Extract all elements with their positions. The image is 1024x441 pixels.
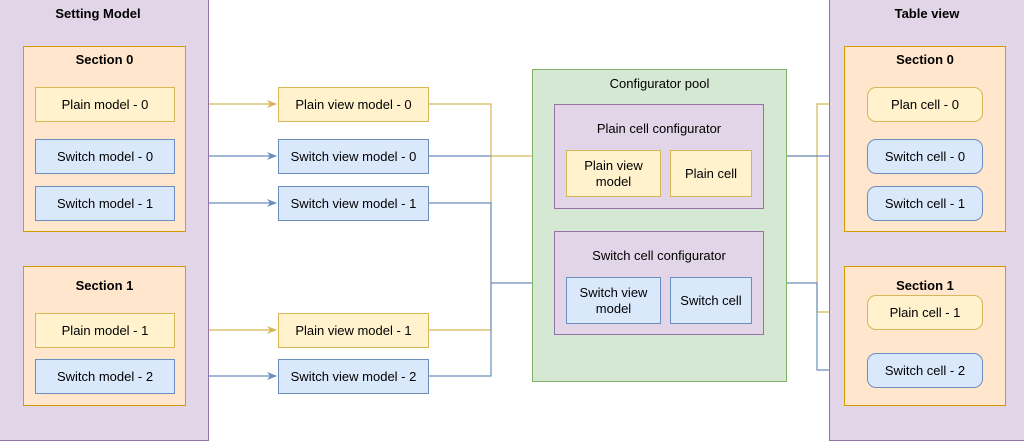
plan-cell-0: Plan cell - 0 [867, 87, 983, 122]
edge-plain-vm-1 [429, 156, 492, 331]
configurator-pool-title: Configurator pool [609, 76, 710, 91]
plain-model-0: Plain model - 0 [35, 87, 175, 122]
plain-config-view-model: Plain view model [566, 150, 661, 197]
switch-model-1: Switch model - 1 [35, 186, 175, 221]
switch-view-model-1: Switch view model - 1 [278, 186, 429, 221]
switch-cell-configurator-title: Switch cell configurator [592, 248, 726, 263]
switch-config-cell: Switch cell [670, 277, 752, 324]
plain-cell-configurator-title: Plain cell configurator [596, 121, 722, 136]
plain-config-cell: Plain cell [670, 150, 752, 197]
section-0-title: Section 0 [75, 52, 134, 67]
plain-view-model-1: Plain view model - 1 [278, 313, 429, 348]
switch-model-0: Switch model - 0 [35, 139, 175, 174]
plain-cell-1: Plain cell - 1 [867, 295, 983, 330]
switch-view-model-2: Switch view model - 2 [278, 359, 429, 394]
section-1-title: Section 1 [75, 278, 134, 293]
switch-cell-2: Switch cell - 2 [867, 353, 983, 388]
plain-view-model-0: Plain view model - 0 [278, 87, 429, 122]
setting-model-title: Setting Model [55, 6, 141, 21]
table-section-1-title: Section 1 [896, 278, 954, 293]
table-view-title: Table view [894, 6, 960, 21]
switch-config-view-model: Switch view model [566, 277, 661, 324]
switch-cell-0: Switch cell - 0 [867, 139, 983, 174]
plain-model-1: Plain model - 1 [35, 313, 175, 348]
edge-switch-vm-1 [429, 202, 492, 377]
switch-view-model-0: Switch view model - 0 [278, 139, 429, 174]
switch-model-2: Switch model - 2 [35, 359, 175, 394]
edge-plain-vm-0 [429, 103, 492, 156]
switch-cell-1: Switch cell - 1 [867, 186, 983, 221]
table-section-0-title: Section 0 [896, 52, 954, 67]
